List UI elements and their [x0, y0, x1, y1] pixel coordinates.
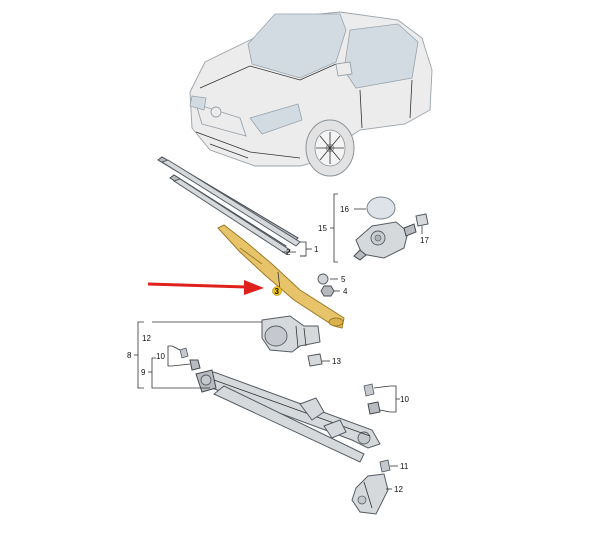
- mounting-bracket: [351, 473, 389, 515]
- clip-17: [415, 213, 429, 227]
- callout-4: 4: [343, 287, 348, 296]
- grommet-13: [307, 353, 323, 367]
- washer-cap-16: [366, 196, 396, 220]
- callout-5: 5: [341, 275, 346, 284]
- red-pointer-arrow: [147, 280, 264, 295]
- wiper-blade-upper: [157, 156, 301, 247]
- callout-16: 16: [340, 205, 349, 214]
- bolt-right: [363, 383, 381, 415]
- callout-10-left: 10: [156, 352, 165, 361]
- callout-12-lower: 12: [394, 485, 403, 494]
- wiper-motor: [261, 315, 321, 353]
- front-wheel: [305, 119, 355, 177]
- wiper-blade-lower: [169, 174, 291, 255]
- callout-8: 8: [127, 351, 132, 360]
- callout-3: 3: [275, 287, 280, 296]
- callout-17: 17: [420, 236, 429, 245]
- callout-labels: 1 2 3 4 5 8 9 10 10 11 12 12 13 15 16 17: [127, 205, 429, 494]
- nut-4: [320, 285, 335, 297]
- callout-15: 15: [318, 224, 327, 233]
- leader-lines: [134, 193, 423, 490]
- callout-11: 11: [400, 462, 409, 471]
- wiper-linkage-frame: [195, 369, 381, 463]
- callout-1: 1: [314, 245, 319, 254]
- nut-cap-5: [317, 273, 329, 285]
- windshield: [247, 13, 347, 79]
- car-illustration: [189, 11, 433, 177]
- callout-13: 13: [332, 357, 341, 366]
- side-window: [343, 23, 419, 89]
- callout-2: 2: [286, 248, 291, 257]
- bolt-left: [179, 347, 201, 371]
- washer-pump-15: [353, 221, 417, 261]
- callout-12-upper: 12: [142, 334, 151, 343]
- callout-3-marker: [272, 286, 282, 296]
- callout-10-right: 10: [400, 395, 409, 404]
- screw-11: [379, 459, 391, 473]
- wiper-arm-highlighted: [217, 224, 345, 329]
- callout-9: 9: [141, 368, 146, 377]
